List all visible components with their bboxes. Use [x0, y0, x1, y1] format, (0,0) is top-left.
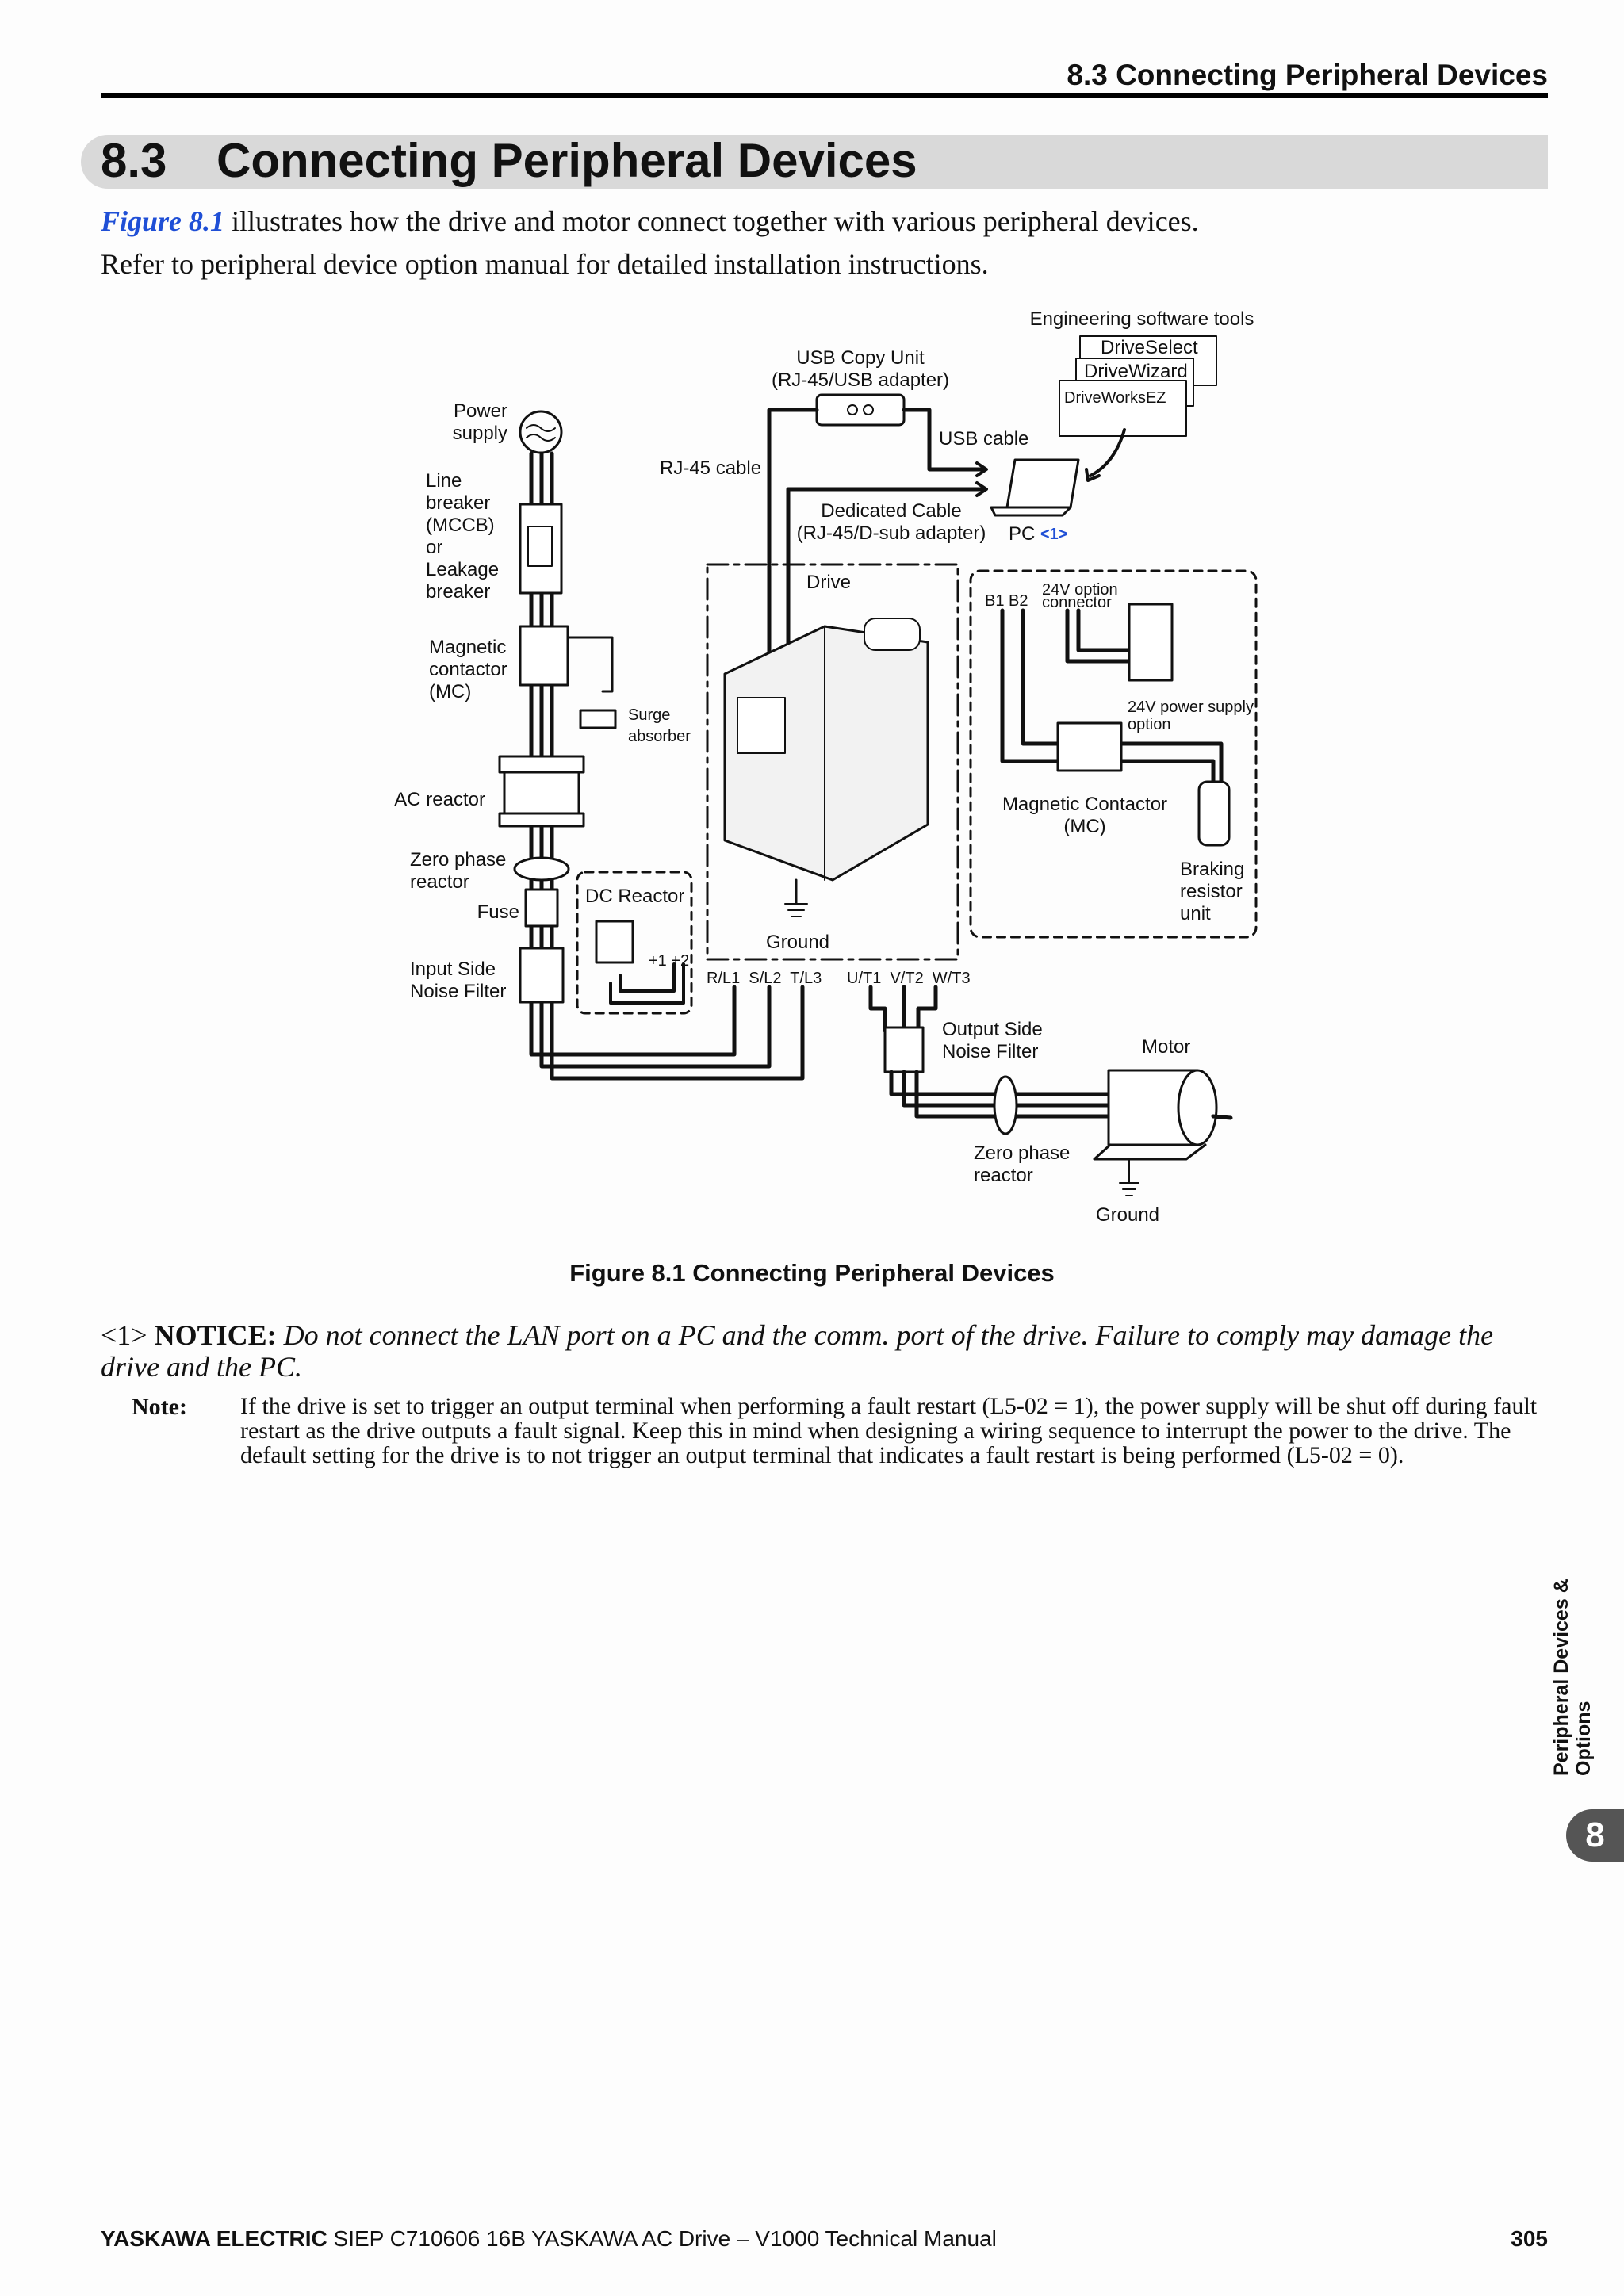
svg-text:Noise Filter: Noise Filter: [942, 1041, 1038, 1062]
svg-text:reactor: reactor: [410, 871, 469, 893]
svg-text:or: or: [426, 537, 442, 558]
svg-text:(RJ-45/D-sub adapter): (RJ-45/D-sub adapter): [797, 522, 986, 544]
label-output-noise-filter: Output Side: [942, 1019, 1043, 1040]
svg-text:supply: supply: [453, 423, 508, 444]
label-power-supply: Power: [454, 400, 508, 422]
label-pc-ref[interactable]: <1>: [1040, 526, 1067, 543]
magnetic-contactor-left: [519, 625, 569, 687]
dc-reactor: [595, 920, 634, 964]
driveworksez-card: [1059, 380, 1187, 437]
label-output-terminals: U/T1 V/T2 W/T3: [847, 970, 971, 987]
braking-option-box: [969, 569, 1258, 939]
label-b1b2: B1 B2: [985, 592, 1028, 610]
label-magnetic-contactor-right: Magnetic Contactor: [1002, 794, 1167, 815]
svg-text:(MCCB): (MCCB): [426, 515, 495, 536]
label-ground-drive: Ground: [766, 932, 829, 953]
fuse: [524, 888, 559, 928]
label-rj45-cable: RJ-45 cable: [660, 457, 761, 479]
peripheral-connection-diagram: Engineering software tools DriveSelect D…: [394, 308, 1258, 1226]
chapter-number-tab[interactable]: 8: [1566, 1809, 1624, 1862]
label-ac-reactor: AC reactor: [394, 789, 485, 810]
line-breaker: [519, 503, 563, 595]
notice-label: NOTICE:: [154, 1319, 277, 1351]
input-noise-filter: [519, 947, 565, 1004]
magnetic-contactor-right: [1056, 721, 1123, 772]
svg-text:Leakage: Leakage: [426, 559, 499, 580]
braking-resistor-unit: [1197, 780, 1231, 847]
label-engineering-tools: Engineering software tools: [1030, 308, 1254, 330]
footer-text: YASKAWA ELECTRIC SIEP C710606 16B YASKAW…: [101, 2226, 997, 2252]
label-24v-power-supply: 24V power supply: [1128, 698, 1254, 716]
svg-text:connector: connector: [1042, 594, 1112, 611]
label-driveselect[interactable]: DriveSelect: [1101, 337, 1198, 358]
side-tab-label: Peripheral Devices & Options: [1550, 1578, 1595, 1776]
label-zero-phase-reactor-output: Zero phase: [974, 1142, 1070, 1164]
svg-text:option: option: [1128, 716, 1171, 733]
notice-paragraph: <1> NOTICE: Do not connect the LAN port …: [101, 1319, 1552, 1383]
header-rule: [101, 93, 1548, 98]
label-dc-terminals: +1 +2: [649, 952, 689, 970]
zero-phase-reactor-output: [993, 1075, 1018, 1135]
section-title: Connecting Peripheral Devices: [216, 134, 917, 187]
svg-text:resistor: resistor: [1180, 881, 1243, 902]
svg-text:absorber: absorber: [628, 728, 691, 745]
label-driveworksez[interactable]: DriveWorksEZ: [1064, 389, 1166, 407]
footer-doc: SIEP C710606 16B YASKAWA AC Drive – V100…: [327, 2226, 997, 2251]
zero-phase-reactor-input: [513, 856, 570, 882]
dc-reactor-box: [576, 871, 693, 1015]
svg-text:(RJ-45/USB adapter): (RJ-45/USB adapter): [772, 369, 949, 391]
label-surge-absorber: Surge: [628, 706, 670, 724]
label-input-terminals: R/L1 S/L2 T/L3: [707, 970, 822, 987]
surge-absorber: [579, 709, 617, 729]
pc-laptop: [1005, 458, 1080, 509]
label-drive: Drive: [806, 572, 851, 593]
usb-copy-unit: [815, 393, 906, 427]
ac-reactor: [498, 755, 585, 774]
label-braking-resistor: Braking: [1180, 859, 1244, 880]
note-label: Note:: [132, 1394, 187, 1420]
section-heading-band: [81, 135, 1548, 189]
label-fuse: Fuse: [477, 901, 519, 923]
label-usb-copy-unit: USB Copy Unit: [796, 347, 925, 369]
label-ground-motor: Ground: [1096, 1204, 1159, 1226]
running-header-title: 8.3 Connecting Peripheral Devices: [1067, 59, 1548, 91]
figure-caption: Figure 8.1 Connecting Peripheral Devices: [569, 1259, 1055, 1287]
label-line-breaker: Line: [426, 470, 462, 492]
label-input-noise-filter: Input Side: [410, 959, 496, 980]
output-noise-filter: [883, 1026, 925, 1073]
svg-text:(MC): (MC): [429, 681, 471, 702]
24v-power-supply-option: [1128, 603, 1174, 682]
label-drivewizard[interactable]: DriveWizard: [1084, 361, 1188, 382]
intro-line-2: Refer to peripheral device option manual…: [101, 248, 989, 280]
label-dedicated-cable: Dedicated Cable: [821, 500, 961, 522]
label-pc: PC: [1009, 523, 1035, 545]
section-number: 8.3: [101, 134, 167, 187]
footer-brand: YASKAWA ELECTRIC: [101, 2226, 327, 2251]
svg-text:breaker: breaker: [426, 492, 490, 514]
intro-line-1: Figure 8.1 illustrates how the drive and…: [101, 205, 1199, 238]
figure-link[interactable]: Figure 8.1: [101, 205, 225, 237]
page-number: 305: [1511, 2226, 1548, 2251]
svg-text:contactor: contactor: [429, 659, 508, 680]
svg-text:reactor: reactor: [974, 1165, 1033, 1186]
note-text: If the drive is set to trigger an output…: [240, 1393, 1538, 1468]
power-supply-symbol: [519, 410, 563, 454]
label-usb-cable: USB cable: [939, 428, 1028, 450]
drive-box: [706, 563, 959, 961]
svg-text:unit: unit: [1180, 903, 1211, 924]
svg-text:Noise Filter: Noise Filter: [410, 981, 506, 1002]
label-dc-reactor: DC Reactor: [585, 886, 684, 907]
label-zero-phase-reactor: Zero phase: [410, 849, 506, 871]
notice-ref: <1>: [101, 1319, 147, 1351]
label-motor: Motor: [1142, 1036, 1190, 1058]
svg-text:(MC): (MC): [1063, 816, 1105, 837]
label-magnetic-contactor: Magnetic: [429, 637, 506, 658]
svg-text:breaker: breaker: [426, 581, 490, 603]
intro-line-1-text: illustrates how the drive and motor conn…: [224, 205, 1199, 237]
notice-text: Do not connect the LAN port on a PC and …: [101, 1319, 1494, 1383]
label-24v-option-connector: 24V option: [1042, 581, 1118, 599]
